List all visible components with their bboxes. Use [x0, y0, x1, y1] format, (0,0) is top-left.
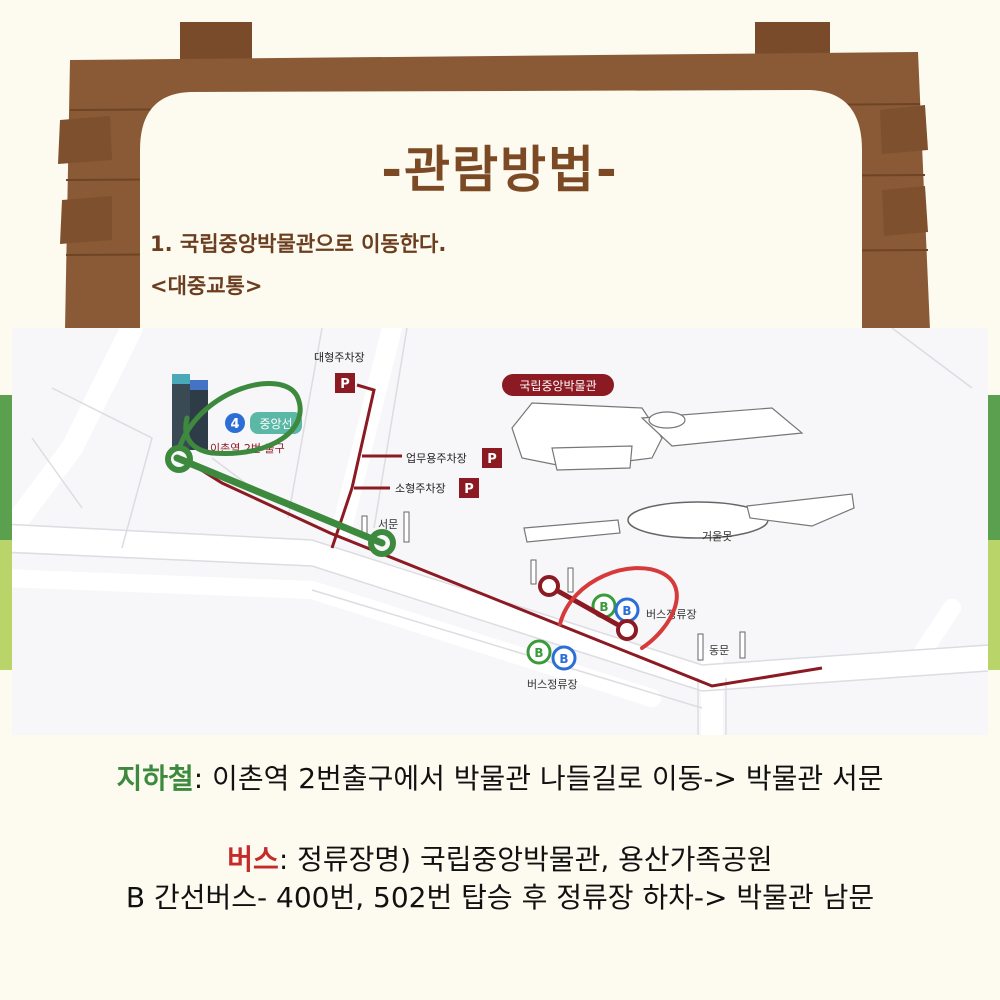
transport-heading: <대중교통> — [150, 274, 263, 298]
bus-stop-icons-1: B B — [591, 593, 640, 623]
wooden-sign-board — [58, 22, 930, 330]
mirror-pond-label: 거울못 — [702, 530, 732, 543]
museum-building — [511, 402, 804, 471]
right-lime-decoration — [988, 540, 1000, 670]
parking-business-label: 업무용주차장 — [406, 452, 467, 465]
museum-map: 4 중앙선 이촌역 2번 출구 대형주차장 P 업무용주차장 P 소형주차장 P… — [12, 328, 988, 735]
bus-info-line-2: B 간선버스- 400번, 502번 탑승 후 정류장 하차-> 박물관 남문 — [0, 876, 1000, 916]
west-gate-label: 서문 — [378, 518, 398, 531]
parking-business-icon: P — [487, 452, 497, 467]
bus-stop-icons-2: B B — [526, 639, 577, 671]
bus-icon-blue: B — [622, 604, 631, 618]
parking-large-label: 대형주차장 — [314, 351, 365, 364]
subway-label: 지하철 — [116, 762, 194, 795]
left-lime-decoration — [0, 540, 12, 670]
page-title: -관람방법- — [381, 141, 619, 199]
subway-info-line: 지하철: 이촌역 2번출구에서 박물관 나들길로 이동-> 박물관 서문 — [0, 757, 1000, 797]
subway-route-annotation — [165, 381, 396, 557]
east-gate-label: 동문 — [709, 644, 729, 657]
subway-info-text: : 이촌역 2번출구에서 박물관 나들길로 이동-> 박물관 서문 — [193, 762, 884, 795]
bus-icon-green: B — [599, 600, 608, 614]
bus-label: 버스 — [227, 843, 279, 876]
bus-info-line: 버스: 정류장명) 국립중앙박물관, 용산가족공원 — [0, 838, 1000, 878]
parking-large-icon: P — [340, 377, 350, 392]
step-instruction: 1. 국립중앙박물관으로 이동한다. — [150, 232, 447, 256]
subway-line-4-icon — [225, 413, 245, 433]
subway-line-number: 4 — [230, 417, 239, 432]
museum-label: 국립중앙박물관 — [519, 379, 596, 393]
bus-stop-label-2: 버스정류장 — [527, 678, 578, 691]
parking-small-icon: P — [464, 482, 474, 497]
bus-icon-blue-2: B — [559, 652, 568, 666]
bus-info-text: : 정류장명) 국립중앙박물관, 용산가족공원 — [278, 843, 773, 876]
bus-route-text: B 간선버스- 400번, 502번 탑승 후 정류장 하차-> 박물관 남문 — [125, 881, 875, 914]
bus-icon-green-2: B — [534, 646, 543, 660]
bus-route-annotation — [538, 566, 679, 650]
subway-line-name: 중앙선 — [259, 417, 292, 431]
parking-small-label: 소형주차장 — [395, 482, 446, 495]
